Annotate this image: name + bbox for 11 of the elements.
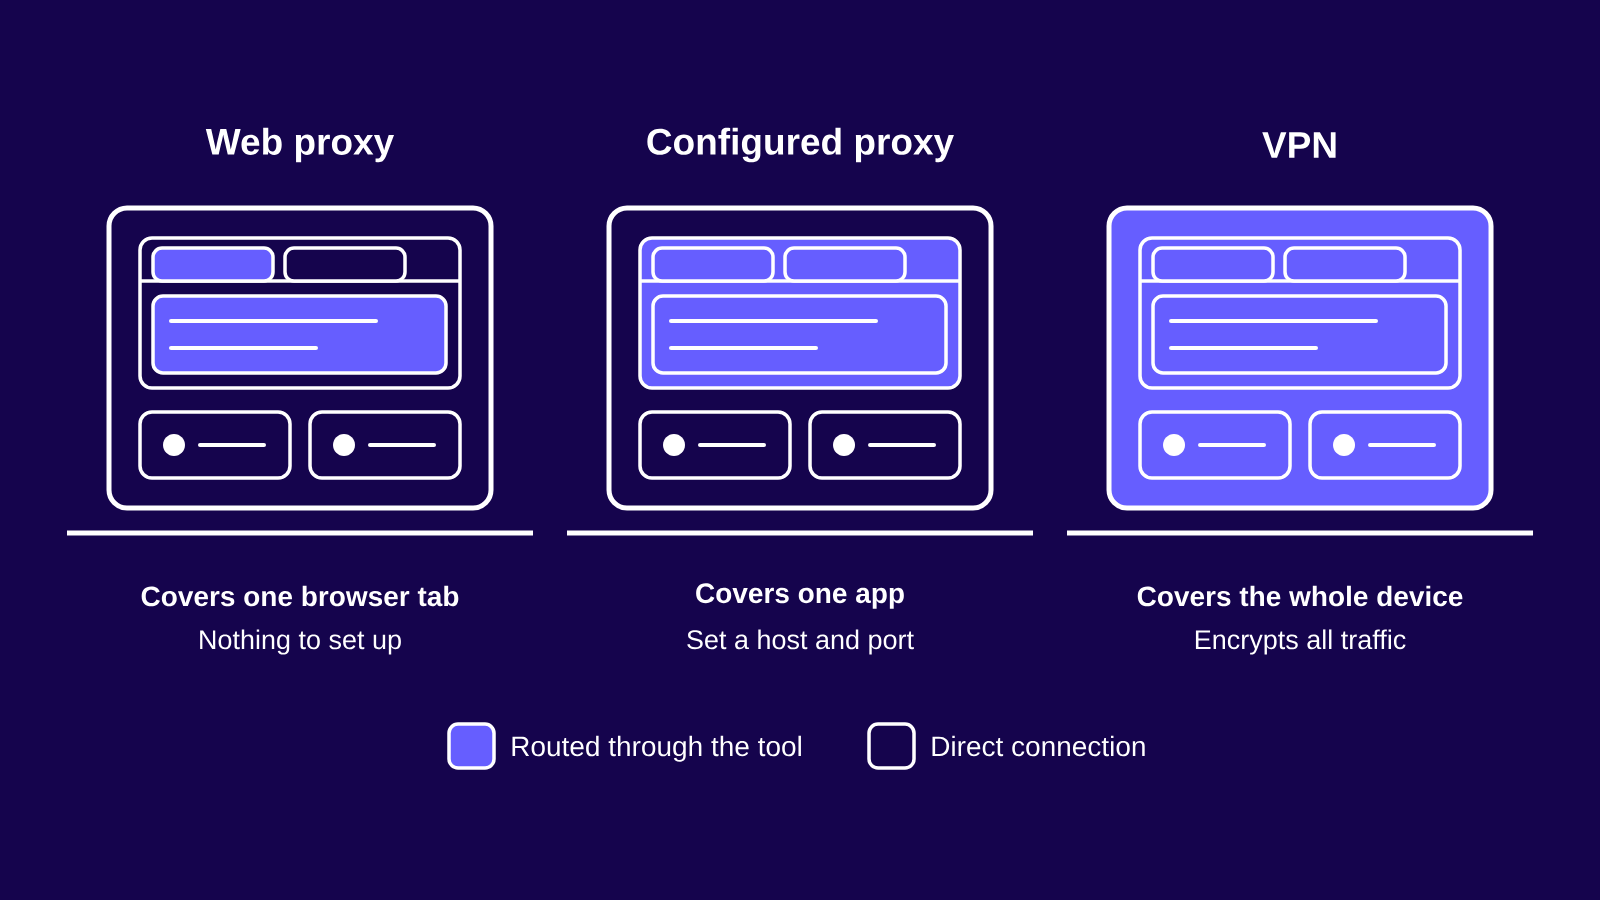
legend-label: Direct connection	[932, 735, 1145, 757]
caption-text: Encrypts all traffic	[1195, 629, 1406, 655]
column-heading: VPN	[1262, 132, 1336, 158]
legend-label: Routed through the tool	[512, 735, 801, 762]
caption-text: Nothing to set up	[200, 629, 401, 655]
caption-heading: Covers one app	[696, 583, 904, 609]
column-heading: Web proxy	[205, 127, 394, 163]
caption-heading: Covers one browser tab	[141, 585, 459, 607]
column-heading: Configured proxy	[647, 127, 954, 163]
caption-text: Set a host and port	[687, 629, 914, 655]
caption-heading: Covers the whole device	[1137, 585, 1463, 607]
